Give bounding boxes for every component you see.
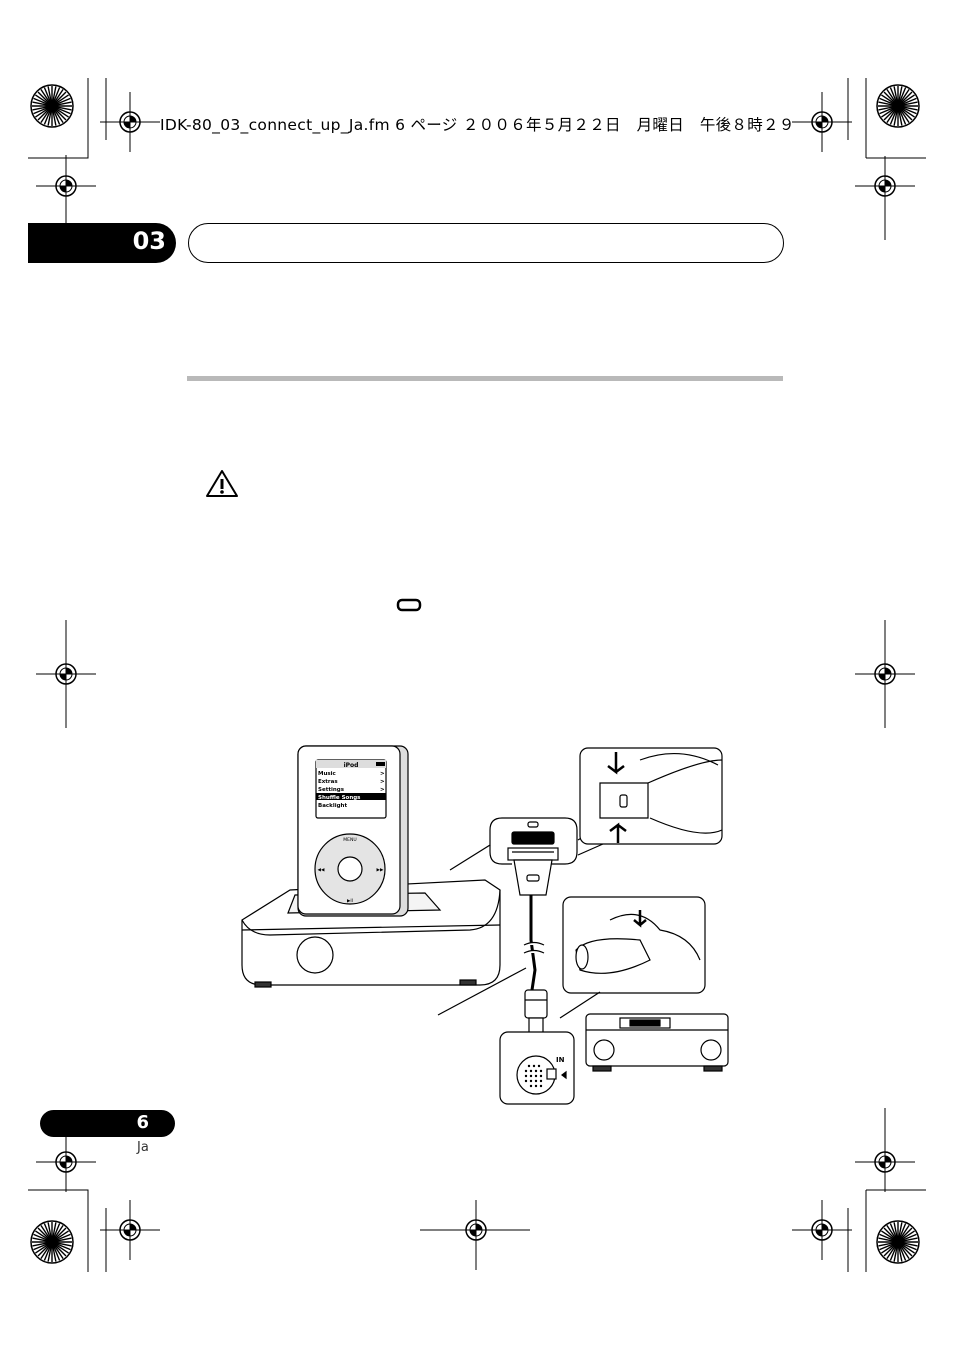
page-number-tab: 6 [40,1110,175,1137]
crop-marks [28,78,926,1272]
page-language: Ja [137,1140,149,1155]
ipod-menu: Music Extras Settings Shuffle Songs Back… [318,771,385,809]
svg-text:>: > [380,787,385,793]
warning-icon [206,470,238,497]
ipod-wheel-menu-label: MENU [343,837,356,843]
ipod-menu-item: Extras [318,779,338,785]
registration-star-icon [30,1220,74,1264]
dock-connector-icon [396,598,422,612]
chapter-tab: 03 [28,223,176,263]
registration-mark-icon [99,1199,161,1261]
svg-text:>: > [380,779,385,785]
ipod-menu-item: Music [318,771,336,777]
ipod-wheel-prev-label: ◀◀ [318,868,325,873]
ipod-menu-item: Settings [318,787,345,793]
registration-star-icon [876,84,920,128]
header-file-line: IDK-80_03_connect_up_Ja.fm 6 ページ ２００６年５月… [160,116,795,134]
ipod-wheel-next-label: ▶▶ [377,868,384,873]
ipod-screen-title: iPod [344,762,359,769]
registration-mark-icon [35,155,97,217]
page-number: 6 [136,1112,149,1133]
registration-mark-icon [791,91,853,153]
ipod-menu-item: Backlight [318,803,347,809]
registration-mark-icon [35,1131,97,1193]
chapter-number: 03 [132,227,166,255]
registration-star-icon [876,1220,920,1264]
registration-star-icon [30,84,74,128]
ipod-wheel-play-label: ▶II [347,898,353,904]
ipod-menu-item: Shuffle Songs [318,795,361,801]
registration-mark-icon [99,91,161,153]
chapter-title-box [188,223,784,263]
section-rule [187,376,783,381]
svg-text:>: > [380,771,385,777]
socket-pins [524,1064,543,1088]
receiver-input-label: IN [556,1056,565,1064]
connection-illustration [241,745,729,1105]
registration-mark-icon [791,1199,853,1261]
